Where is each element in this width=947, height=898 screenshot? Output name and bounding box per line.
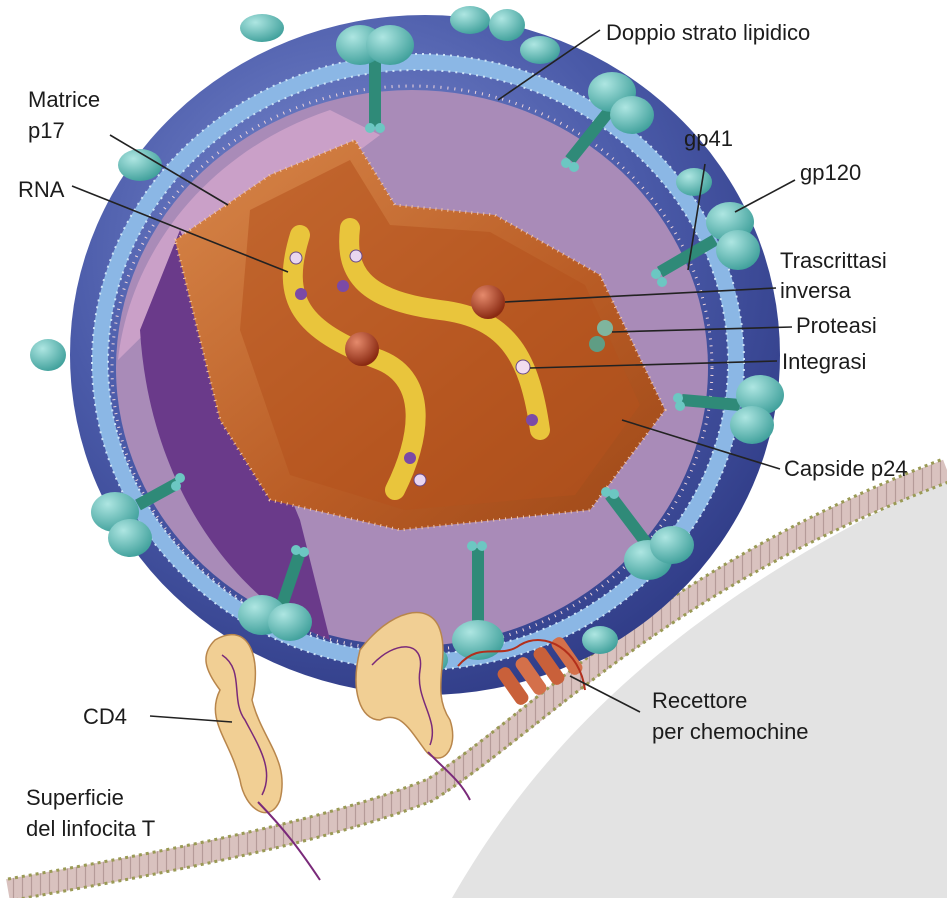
reverse-transcriptase-1 bbox=[471, 285, 505, 319]
label-reverse-transcriptase-line1: Trascrittasi bbox=[780, 248, 887, 273]
reverse-transcriptase-2 bbox=[345, 332, 379, 366]
label-integrase: Integrasi bbox=[782, 349, 866, 374]
label-chemokine-receptor-line2: per chemochine bbox=[652, 719, 809, 744]
label-rna: RNA bbox=[18, 177, 65, 202]
leader-gp120 bbox=[735, 180, 795, 212]
protease-dot-1 bbox=[597, 320, 613, 336]
protease-dot-2 bbox=[589, 336, 605, 352]
label-chemokine-receptor-line1: Recettore bbox=[652, 688, 747, 713]
label-gp41: gp41 bbox=[684, 126, 733, 151]
label-protease: Proteasi bbox=[796, 313, 877, 338]
cd4-molecule-1 bbox=[206, 635, 282, 813]
virion bbox=[70, 15, 780, 695]
label-t-cell-surface-line1: Superficie bbox=[26, 785, 124, 810]
label-capsid: Capside p24 bbox=[784, 456, 908, 481]
label-matrix-line1: Matrice bbox=[28, 87, 100, 112]
label-gp120: gp120 bbox=[800, 160, 861, 185]
label-lipid-bilayer: Doppio strato lipidico bbox=[606, 20, 810, 45]
integrase-dot bbox=[516, 360, 530, 374]
label-t-cell-surface-line2: del linfocita T bbox=[26, 816, 155, 841]
label-cd4: CD4 bbox=[83, 704, 127, 729]
label-matrix-line2: p17 bbox=[28, 118, 65, 143]
label-reverse-transcriptase-line2: inversa bbox=[780, 278, 852, 303]
